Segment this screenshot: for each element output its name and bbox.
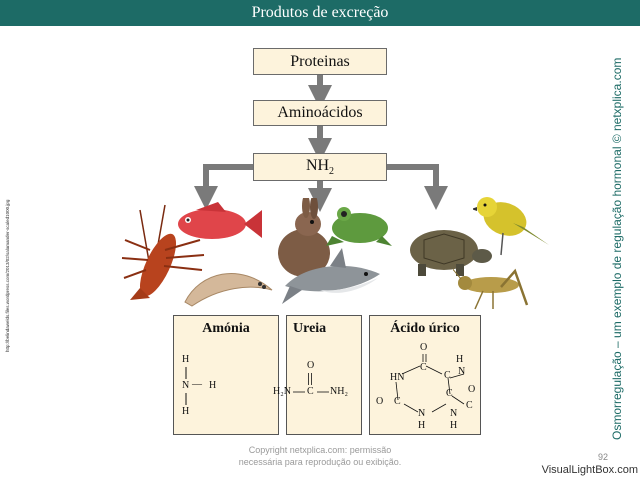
ureia-bond-left: [293, 391, 305, 393]
rabbit-icon: [278, 198, 330, 277]
source-url: http://belindawelds.files.wordpress.com/…: [5, 199, 10, 352]
aminoacidos-box: Aminoácidos: [253, 100, 387, 126]
page-number: 92: [597, 452, 608, 462]
acido-n-a: N: [458, 366, 466, 377]
proteinas-label: Proteinas: [290, 52, 350, 70]
lobster-icon: [121, 204, 205, 300]
frog-icon: [326, 207, 392, 246]
acido-n-b: N: [418, 408, 426, 419]
acido-h-b2: H: [450, 420, 458, 431]
ureia-nh2: NH₂: [330, 386, 348, 397]
amonia-title: Amónia: [202, 321, 250, 336]
acido-h-top: H: [456, 354, 464, 365]
copyright-notice: Copyright netxplica.com: permissão neces…: [210, 444, 430, 468]
proteinas-box: Proteinas: [253, 48, 387, 75]
ureia-h2n: H₂N: [273, 386, 291, 397]
amonia-bond-right: —: [192, 379, 202, 390]
acido-urico-bonds: [395, 354, 465, 413]
watermark: VisualLightBox.com: [541, 464, 638, 476]
acido-hn: HN: [390, 372, 405, 383]
copyright-line2: necessária para reprodução ou exibição.: [238, 457, 402, 467]
acido-o-top: O: [420, 342, 428, 353]
acido-o-left: O: [376, 396, 384, 407]
acido-c2: C: [444, 370, 451, 381]
shark-icon: [282, 248, 380, 304]
aminoacidos-label: Aminoácidos: [277, 104, 363, 121]
ureia-bond-right: [317, 391, 329, 393]
acido-c3: C: [394, 396, 401, 407]
amonia-h-right: H: [209, 380, 217, 391]
ureia-panel: Ureia O H₂N C NH₂: [273, 315, 362, 435]
side-caption: Osmorregulação – um exemplo de regulação…: [610, 57, 624, 440]
acido-h-b1: H: [418, 420, 426, 431]
ureia-c: C: [307, 386, 314, 397]
acido-c5: C: [466, 400, 473, 411]
acido-urico-panel: Ácido úrico O H HN C C N C O C O C N H N…: [369, 315, 481, 435]
amonia-bond-top: [185, 367, 187, 379]
ureia-o: O: [307, 360, 315, 371]
acido-o-right: O: [468, 384, 476, 395]
acido-n-c: N: [450, 408, 458, 419]
nh2-label: NH2: [305, 156, 335, 178]
amonia-panel: Amónia H N — H H: [173, 315, 279, 435]
turtle-icon: [410, 230, 492, 276]
yellow-bird-icon: [473, 197, 549, 256]
flatworm-icon: [184, 273, 273, 307]
amonia-h-top: H: [182, 354, 190, 365]
red-fish-icon: [178, 202, 262, 239]
amonia-h-bottom: H: [182, 406, 190, 417]
arrow-nh2-right: [387, 164, 448, 210]
acido-c1: C: [420, 362, 427, 373]
arrow-nh2-left: [194, 164, 253, 210]
ureia-title: Ureia: [293, 321, 327, 336]
ureia-double-bond: [308, 373, 312, 385]
grasshopper-icon: [453, 268, 529, 310]
slide-title: Produtos de excreção: [0, 0, 640, 26]
acido-urico-title: Ácido úrico: [390, 321, 460, 336]
acido-c4: C: [446, 388, 453, 399]
amonia-n: N: [182, 380, 190, 391]
copyright-line1: Copyright netxplica.com: permissão: [248, 445, 392, 455]
amonia-bond-bottom: [185, 393, 187, 405]
nh2-box: NH2: [253, 153, 387, 181]
